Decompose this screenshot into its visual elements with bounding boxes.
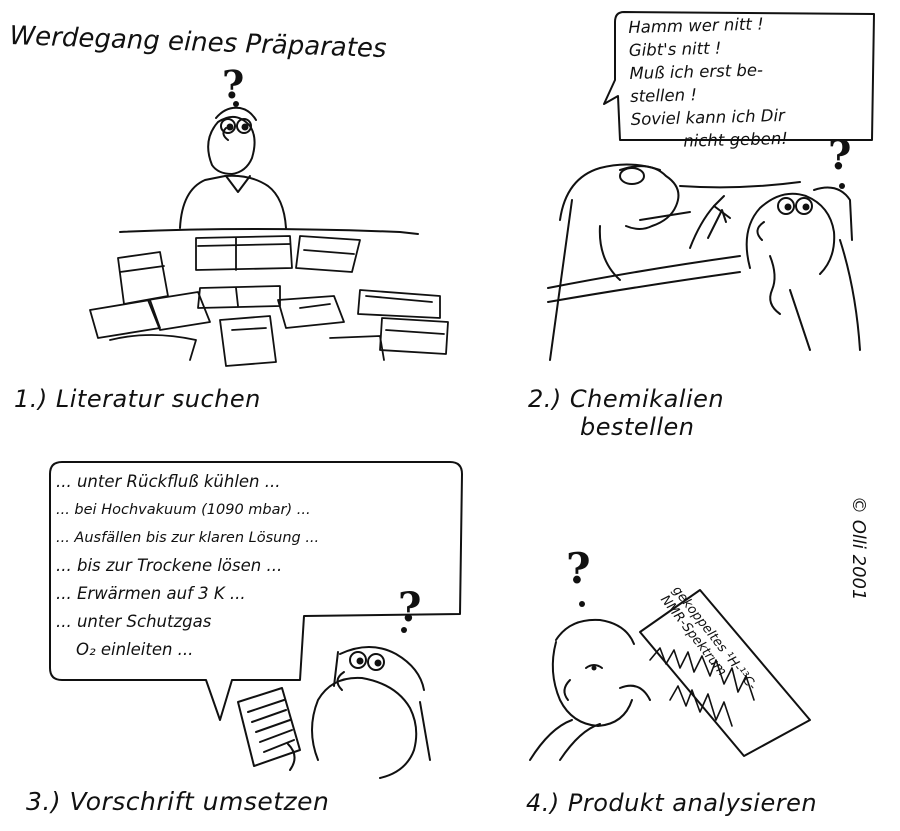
question-mark-icon: ? [222,62,245,107]
question-mark-icon: ? [566,544,591,593]
speech-line: Hamm wer nitt ! [628,14,764,37]
speech-line: O₂ einleiten ... [76,640,194,659]
question-mark-icon: ? [398,584,422,631]
speech-line: ... unter Schutzgas [56,612,212,631]
panel-1-drawing [89,101,449,367]
panel-2-drawing [547,11,875,361]
speech-line: ... unter Rückfluß kühlen ... [56,472,281,491]
panel-2-caption-line2: bestellen [580,413,695,441]
panel-2-caption: 2.) Chemikalien [528,385,725,413]
speech-line: Muß ich erst be- [629,60,764,83]
panel-4-caption: 4.) Produkt analysieren [526,789,818,817]
speech-line: ... bis zur Trockene lösen ... [56,556,283,575]
speech-line: ... bei Hochvakuum (1090 mbar) ... [56,502,311,518]
panel-2-speech: Hamm wer nitt ! Gibt's nitt ! Muß ich er… [628,12,788,154]
question-mark-icon: ? [828,132,852,179]
panel-3-caption: 3.) Vorschrift umsetzen [26,787,330,816]
speech-line: ... Ausfällen bis zur klaren Lösung ... [56,530,320,546]
panel-4-drawing [529,589,811,761]
panel-3-speech: ... unter Rückfluß kühlen ... ... bei Ho… [56,468,319,664]
copyright-signature: © Olli 2001 [848,496,869,601]
panel-3-drawing [49,461,463,779]
speech-line: nicht geben! [683,128,789,151]
panel-1-caption: 1.) Literatur suchen [14,385,261,413]
speech-line: ... Erwärmen auf 3 K ... [56,584,246,603]
